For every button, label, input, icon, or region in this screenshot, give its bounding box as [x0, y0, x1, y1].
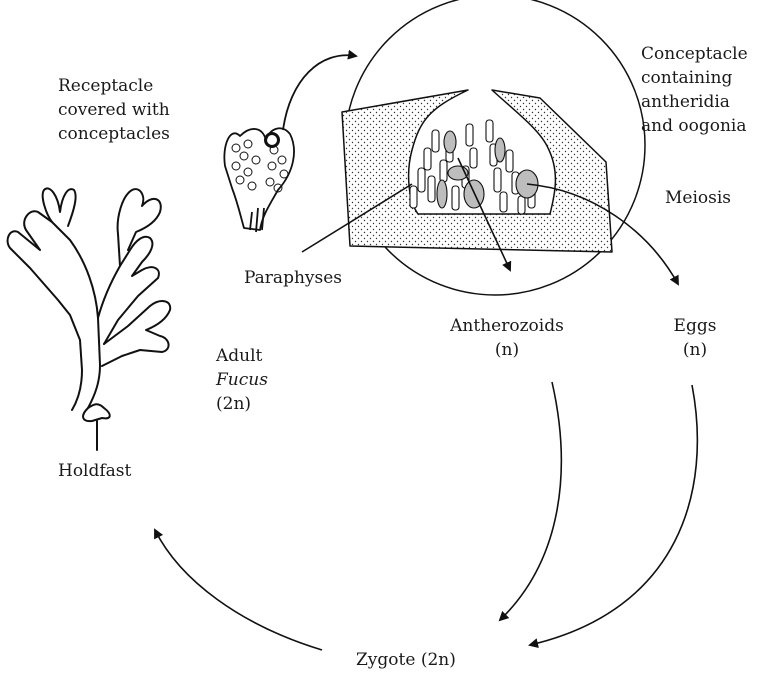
antherozoids-name: Antherozoids	[432, 314, 582, 338]
zygote-to-adult-arrow	[155, 530, 322, 650]
adult-word: Adult	[216, 344, 268, 368]
holdfast-label: Holdfast	[58, 459, 131, 483]
adult-fucus-thallus	[8, 188, 171, 450]
adult-ploidy: (2n)	[216, 392, 268, 416]
antherozoids-to-zygote-arrow	[500, 382, 561, 620]
antherozoids-label: Antherozoids (n)	[432, 314, 582, 362]
receptacle-label: Receptacle covered with conceptacles	[58, 74, 170, 146]
zygote-label: Zygote (2n)	[356, 648, 456, 672]
eggs-label: Eggs (n)	[660, 314, 730, 362]
receptacle-drawing	[224, 55, 356, 232]
adult-fucus-label: Adult Fucus (2n)	[216, 344, 268, 416]
eggs-to-zygote-arrow	[530, 385, 697, 645]
paraphyses-label: Paraphyses	[244, 266, 342, 290]
meiosis-label: Meiosis	[665, 186, 731, 210]
conceptacle-label: Conceptacle containing antheridia and oo…	[641, 42, 748, 138]
eggs-name: Eggs	[660, 314, 730, 338]
fucus-word: Fucus	[216, 368, 268, 392]
receptacle-conceptacle-dots	[232, 140, 288, 192]
conceptacle-section	[342, 0, 645, 295]
antherozoids-ploidy: (n)	[432, 338, 582, 362]
eggs-ploidy: (n)	[660, 338, 730, 362]
